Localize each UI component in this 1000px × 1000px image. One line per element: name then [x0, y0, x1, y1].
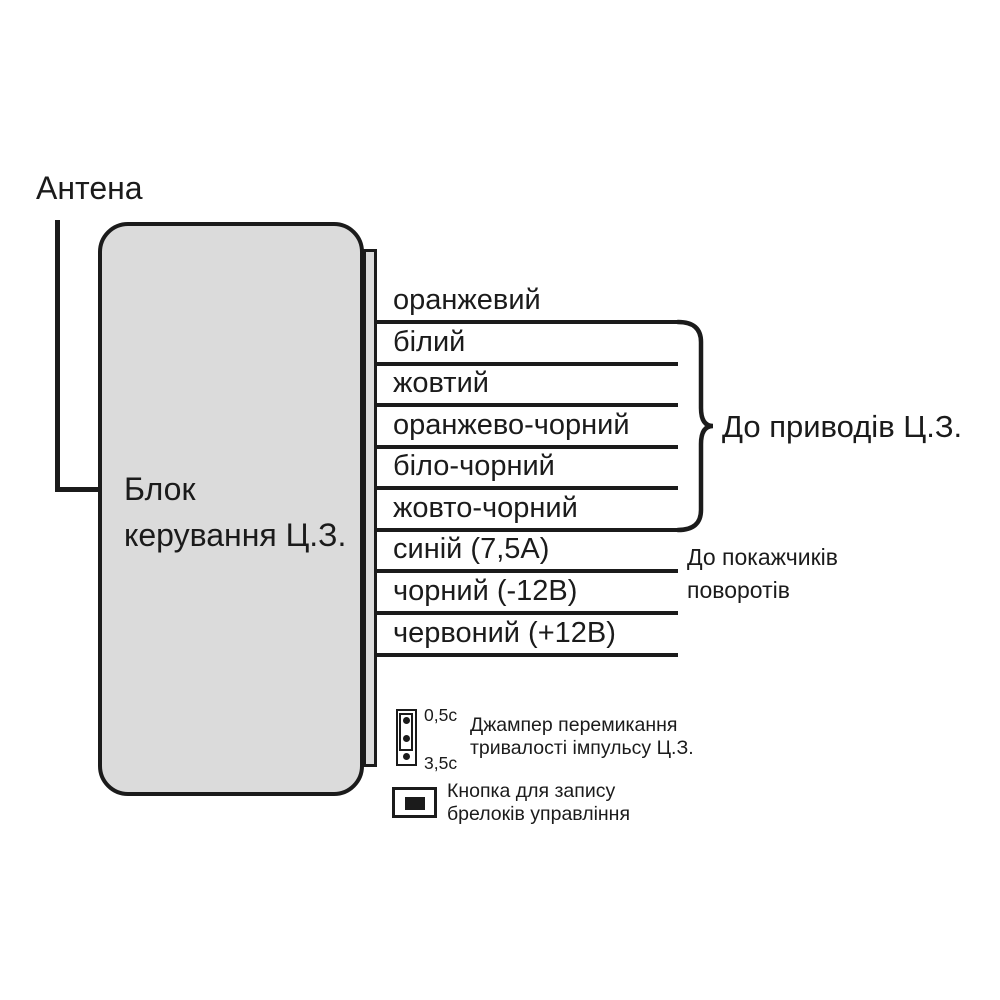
wire-line: [375, 362, 678, 366]
record-button-inner-icon: [405, 797, 425, 810]
wire-red: червоний (+12В): [375, 613, 678, 657]
wire-label: жовтий: [393, 367, 489, 399]
wire-black: чорний (-12В): [375, 571, 678, 615]
record-button-icon: [392, 787, 437, 818]
wire-yellow: жовтий: [375, 363, 678, 407]
control-unit-block: Блок керування Ц.З.: [98, 222, 364, 796]
connector-strip: [363, 249, 377, 767]
wire-line: [375, 486, 678, 490]
jumper-icon: [396, 709, 417, 766]
wire-yellow-black: жовто-чорний: [375, 488, 678, 532]
jumper-pin-icon: [402, 717, 410, 724]
wire-blue: синій (7,5А): [375, 529, 678, 573]
wire-orange-black: оранжево-чорний: [375, 405, 678, 449]
jumper-pin-icon: [402, 735, 410, 742]
wire-white: білий: [375, 322, 678, 366]
control-unit-label-line2: керування Ц.З.: [124, 517, 347, 553]
wire-label: білий: [393, 326, 466, 358]
wire-label: оранжевий: [393, 284, 541, 316]
turn-signals-label-line1: До покажчиків: [687, 544, 838, 570]
wire-label: оранжево-чорний: [393, 409, 630, 441]
control-unit-label: Блок керування Ц.З.: [124, 466, 346, 558]
wire-line: [375, 653, 678, 657]
wire-white-black: біло-чорний: [375, 446, 678, 490]
record-button-description-line1: Кнопка для запису: [447, 780, 616, 802]
jumper-description: Джампер перемикання тривалості імпульсу …: [470, 714, 694, 760]
antenna-wire-vertical: [55, 220, 60, 491]
record-button-description: Кнопка для запису брелоків управління: [447, 780, 630, 826]
wire-label: біло-чорний: [393, 450, 555, 482]
wire-line: [375, 611, 678, 615]
turn-signals-group-label: До покажчиків поворотів: [687, 541, 838, 607]
wire-label: червоний (+12В): [393, 617, 616, 649]
actuators-group-label: До приводів Ц.З.: [722, 409, 963, 444]
wire-line: [375, 403, 678, 407]
jumper-description-line1: Джампер перемикання: [470, 714, 678, 736]
jumper-cap-icon: [399, 712, 413, 751]
wire-line: [375, 528, 678, 532]
jumper-pin-icon: [402, 752, 410, 760]
wire-line: [375, 320, 678, 324]
actuators-brace: [675, 319, 714, 533]
wire-line: [375, 445, 678, 449]
wire-line: [375, 569, 678, 573]
control-unit-label-line1: Блок: [124, 471, 196, 507]
jumper-time-short-label: 0,5с: [424, 705, 458, 725]
record-button-description-line2: брелоків управління: [447, 803, 631, 825]
wire-label: синій (7,5А): [393, 533, 550, 565]
antenna-label: Антена: [36, 170, 143, 206]
jumper-time-long-label: 3,5с: [424, 753, 458, 773]
wire-orange: оранжевий: [375, 280, 678, 324]
antenna-wire-horizontal: [55, 487, 101, 492]
jumper-description-line2: тривалості імпульсу Ц.З.: [470, 737, 694, 759]
wire-label: жовто-чорний: [393, 492, 578, 524]
turn-signals-label-line2: поворотів: [687, 577, 790, 603]
wire-label: чорний (-12В): [393, 575, 578, 607]
